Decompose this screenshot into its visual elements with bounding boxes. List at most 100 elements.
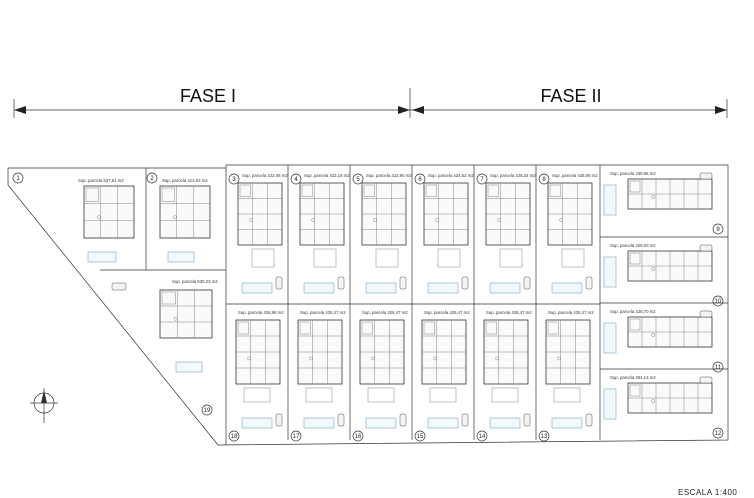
lot-number-badge	[712, 223, 724, 235]
lot-7: Sup. parcela 425,34 m27	[476, 173, 536, 294]
lot-area-label: Sup. parcela 423,90 m2	[366, 173, 412, 178]
pool	[365, 282, 397, 294]
lot-number: 6	[418, 177, 422, 183]
lot-number-badge	[538, 430, 550, 442]
car-icon	[585, 413, 593, 427]
lot-area-label: Sup. parcela 426,47 m2	[486, 310, 532, 315]
lot-area-label: Sup. parcela 537,81 m2	[78, 178, 124, 183]
lot-number: 12	[715, 431, 722, 437]
lot-3: Sup. parcela 422,46 m2 3	[228, 173, 288, 294]
lot-5: Sup. parcela 423,90 m25	[352, 173, 412, 294]
lot-area-label: Sup. parcela 425,00 m2	[610, 243, 656, 248]
lot-area-label: Sup. parcela 630,23 m2	[172, 279, 218, 284]
lot-number: 17	[293, 434, 300, 440]
lot-number: 11	[715, 365, 722, 371]
lot-number: 18	[231, 434, 238, 440]
car-icon	[699, 310, 713, 318]
car-icon	[337, 413, 345, 427]
lot-area-label: Sup. parcela 426,96 m2	[238, 310, 284, 315]
north-arrow-icon	[30, 388, 58, 423]
lot-number-badge	[12, 172, 24, 184]
lot-area-label: Sup. parcela 414,83 m2	[162, 178, 208, 183]
pool	[551, 417, 583, 429]
lot-number: 19	[204, 408, 211, 414]
lot-number-badge	[712, 361, 724, 373]
lot-number: 13	[541, 434, 548, 440]
lot-number: 10	[715, 299, 722, 305]
scale-label: ESCALA 1:400	[678, 488, 737, 497]
lot-number-badge	[476, 173, 488, 185]
phase-dimension-lines	[13, 88, 728, 118]
lot-number: 14	[479, 434, 486, 440]
lot-number-badge	[712, 295, 724, 307]
car-icon	[399, 276, 407, 290]
lots-layer: Sup. parcela 537,81 m2 1 Sup. parcela 414,…	[12, 171, 724, 442]
lot-number-badge	[146, 172, 158, 184]
pool	[175, 361, 203, 373]
pool	[427, 417, 459, 429]
lot-18: Sup. parcela 426,96 m2 18	[228, 310, 284, 442]
lot-area-label: Sup. parcela 426,06 m2	[552, 173, 598, 178]
pool	[489, 417, 521, 429]
lot-19: Sup. parcela 630,23 m2 19	[159, 279, 218, 416]
pool	[303, 282, 335, 294]
lot-number-badge	[228, 173, 240, 185]
car-icon	[337, 276, 345, 290]
lot-area-label: Sup. parcela 425,70 m2	[610, 309, 656, 314]
lot-15: Sup. parcela 426,47 m2 15	[414, 310, 470, 442]
lot-8: Sup. parcela 426,06 m2 8	[538, 173, 598, 294]
lot-number-badge	[476, 430, 488, 442]
pool	[603, 256, 617, 288]
lot-area-label: Sup. parcela 426,47 m2	[424, 310, 470, 315]
lot-area-label: Sup. parcela 424,62 m2	[428, 173, 474, 178]
lot-13: Sup. parcela 426,47 m2 13	[538, 310, 594, 442]
lot-number: 9	[716, 227, 720, 233]
lot-area-label: Sup. parcela 422,46 m2	[242, 173, 288, 178]
lot-number: 2	[150, 176, 154, 182]
car-icon	[585, 276, 593, 290]
lot-number: 4	[294, 177, 298, 183]
lot-number-badge	[414, 173, 426, 185]
lot-4: Sup. parcela 423,18 m2 4	[290, 173, 350, 294]
pool	[365, 417, 397, 429]
lot-number-badge	[712, 427, 724, 439]
lot-number-badge	[290, 173, 302, 185]
car-icon	[699, 172, 713, 180]
car-icon	[699, 244, 713, 252]
lot-number: 16	[355, 434, 362, 440]
lot-number: 15	[417, 434, 424, 440]
pool	[303, 417, 335, 429]
lot-9: Sup. parcela 439,96 m2 9	[603, 171, 724, 235]
lot-number: 8	[542, 177, 546, 183]
pool	[427, 282, 459, 294]
pool	[87, 251, 117, 263]
lot-1: Sup. parcela 537,81 m2 1	[12, 172, 135, 263]
lot-number-badge	[228, 430, 240, 442]
car-icon	[275, 276, 283, 290]
lot-number-badge	[538, 173, 550, 185]
lot-14: Sup. parcela 426,47 m2 14	[476, 310, 532, 442]
pool	[551, 282, 583, 294]
lot-number: 3	[232, 177, 236, 183]
lot-number: 7	[480, 177, 484, 183]
lot-area-label: Sup. parcela 439,96 m2	[610, 171, 656, 176]
car-icon	[523, 276, 531, 290]
lot-6: Sup. parcela 424,62 m2 6	[414, 173, 474, 294]
lot-area-label: Sup. parcela 426,47 m2	[548, 310, 594, 315]
phase-1-title: FASE I	[180, 86, 236, 106]
lot-boundaries	[100, 165, 728, 445]
lot-11: Sup. parcela 425,70 m2 11	[603, 309, 724, 373]
car-icon	[275, 413, 283, 427]
car-icon	[461, 276, 469, 290]
car-icon	[111, 282, 127, 291]
pool	[241, 282, 273, 294]
phase-2-title: FASE II	[540, 86, 601, 106]
lot-number: 1	[16, 176, 20, 182]
lot-10: Sup. parcela 425,00 m2 10	[603, 243, 724, 307]
lot-number-badge	[352, 430, 364, 442]
lot-area-label: Sup. parcela 423,18 m2	[304, 173, 350, 178]
pool	[603, 184, 617, 216]
